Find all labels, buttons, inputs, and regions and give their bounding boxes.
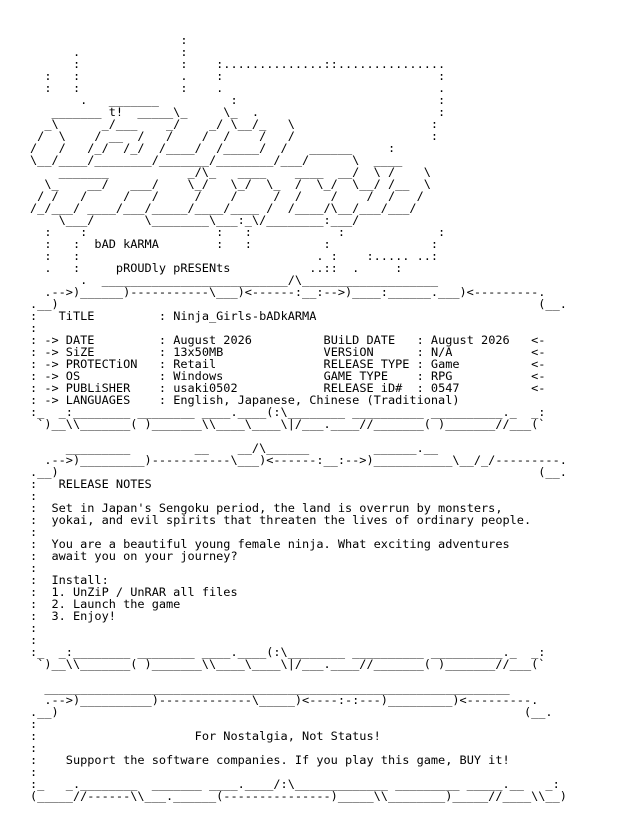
info-box-top-border: .-->)______)-----------\___)<------:__:-… bbox=[30, 285, 546, 299]
info-box-top-border: .__) (__. bbox=[30, 297, 567, 311]
info-value: August 2026 bbox=[430, 333, 510, 347]
info-label: RELEASE iD# bbox=[323, 381, 403, 395]
info-row: : -> DATE : August 2026 BUiLD DATE : Aug… bbox=[30, 333, 546, 347]
info-label: LANGUAGES bbox=[65, 393, 131, 407]
notes-text-line: : You are a beautiful young female ninja… bbox=[30, 537, 510, 551]
notes-text-line: : await you on your journey? bbox=[30, 549, 238, 563]
notes-text-line: : yokai, and evil spirits that threaten … bbox=[30, 513, 532, 527]
logo-line: /_/___/ ____/___/_____/____/____ / /____… bbox=[30, 201, 417, 215]
info-box-bottom-border: :_ _:________ ________ ____.____(:\_____… bbox=[30, 405, 546, 419]
info-label: PUBLiSHER bbox=[65, 381, 131, 395]
footer-spacer: : bbox=[30, 741, 38, 755]
info-label: SiZE bbox=[65, 345, 95, 359]
logo-line: : : . : :..... ..: bbox=[30, 249, 439, 263]
info-value: English, Japanese, Chinese (Traditional) bbox=[173, 393, 460, 407]
info-spacer: : bbox=[30, 321, 38, 335]
footer-box-top-art: ________________________________________… bbox=[30, 681, 510, 695]
info-row: : -> OS : Windows GAME TYPE : RPG <- bbox=[30, 369, 546, 383]
logo-line: _______ t! _____\_ \_ . : bbox=[30, 105, 446, 119]
notes-spacer: : bbox=[30, 489, 38, 503]
title-value: Ninja_Girls-bADkARMA bbox=[173, 309, 317, 323]
logo-line: : bbox=[30, 33, 188, 47]
logo-line: _______ _/\_ ____ ____ __/ \ / \ bbox=[30, 165, 431, 179]
notes-box-top-art: _________ __ __/\______ ______.__ bbox=[30, 441, 439, 455]
info-label: RELEASE TYPE bbox=[323, 357, 410, 371]
notes-spacer: : bbox=[30, 633, 38, 647]
install-step: 1. UnZiP / UnRAR all files bbox=[51, 585, 238, 599]
info-label: BUiLD DATE bbox=[323, 333, 396, 347]
logo-line: . : bbox=[30, 45, 188, 59]
notes-text: await you on your journey? bbox=[51, 549, 238, 563]
notes-text: Set in Japan's Sengoku period, the land … bbox=[51, 501, 503, 515]
logo-line: \___/ \________\___:_\/________:___/ bbox=[30, 213, 360, 227]
support-text: Support the software companies. If you p… bbox=[65, 753, 510, 767]
info-row: : -> PROTECTiON : Retail RELEASE TYPE : … bbox=[30, 357, 546, 371]
notes-text-line: : 2. Launch the game bbox=[30, 597, 181, 611]
footer-box-bottom-border: :_ _.________ _______ ____.____/:\______… bbox=[30, 777, 560, 791]
info-value: Game bbox=[430, 357, 460, 371]
logo-line: / \ / __ / / / / / / : bbox=[30, 129, 439, 143]
logo-line: : : . : : bbox=[30, 69, 446, 83]
motto-text: For Nostalgia, Not Status! bbox=[194, 729, 381, 743]
notes-spacer: : bbox=[30, 561, 38, 575]
footer-spacer: : bbox=[30, 717, 38, 731]
notes-box-top-border: .__) (__. bbox=[30, 465, 567, 479]
notes-text-line: : 3. Enjoy! bbox=[30, 609, 116, 623]
logo-line: : : : . . bbox=[30, 81, 446, 95]
notes-text-line: : 1. UnZiP / UnRAR all files bbox=[30, 585, 238, 599]
notes-text-line: : Set in Japan's Sengoku period, the lan… bbox=[30, 501, 503, 515]
info-row: : -> PUBLiSHER : usaki0502 RELEASE iD# :… bbox=[30, 381, 546, 395]
info-title-row: : TiTLE : Ninja_Girls-bADkARMA bbox=[30, 309, 317, 323]
info-box-bottom-border: `)__\\_______( )_______\\____\____\|/___… bbox=[30, 417, 546, 431]
logo-line: \_ __/ ___/ \_/ \_/ \_ / \_/ \__/ /__ \ bbox=[30, 177, 431, 191]
info-value: usaki0502 bbox=[173, 381, 238, 395]
release-notes-heading: RELEASE NOTES bbox=[58, 477, 152, 491]
footer-support-row: : Support the software companies. If you… bbox=[30, 753, 510, 767]
footer-motto-row: : For Nostalgia, Not Status! bbox=[30, 729, 381, 743]
info-row: : -> SiZE : 13x50MB VERSiON : N/A <- bbox=[30, 345, 546, 359]
notes-box-bottom-border: `)__\\_______( )_______\\____\____\|/___… bbox=[30, 657, 546, 671]
info-label: GAME TYPE bbox=[323, 369, 388, 383]
logo-line: . __________________________/\__________… bbox=[30, 273, 439, 287]
footer-box-top-border: .-->)__________)-------------\_____)<---… bbox=[30, 693, 539, 707]
logo-line: . _______ : : bbox=[30, 93, 446, 107]
info-value: 0547 bbox=[430, 381, 460, 395]
nfo-document: : . : : : :..............::.............… bbox=[30, 34, 567, 802]
info-value: Windows bbox=[173, 369, 224, 383]
notes-text-line: : Install: bbox=[30, 573, 109, 587]
logo-line: / / / / / / / / / / / / / bbox=[30, 189, 424, 203]
info-label: OS bbox=[65, 369, 81, 383]
title-label: TiTLE bbox=[58, 309, 95, 323]
install-label: Install: bbox=[51, 573, 109, 587]
notes-heading-row: : RELEASE NOTES bbox=[30, 477, 152, 491]
notes-text: You are a beautiful young female ninja. … bbox=[51, 537, 510, 551]
notes-box-top-border: .-->)_________)-----------\___)<------:_… bbox=[30, 453, 567, 467]
footer-spacer: : bbox=[30, 765, 38, 779]
info-label: VERSiON bbox=[323, 345, 374, 359]
info-label: PROTECTiON bbox=[65, 357, 138, 371]
logo-line: _\ _/___ _/ _/ \__/_ \ : bbox=[30, 117, 439, 131]
info-value: RPG bbox=[430, 369, 453, 383]
footer-box-bottom-border: (_____//------\\___.______(-------------… bbox=[30, 789, 567, 803]
info-label: DATE bbox=[65, 333, 95, 347]
notes-text: yokai, and evil spirits that threaten th… bbox=[51, 513, 532, 527]
notes-box-bottom-border: :_ _:________ ________ ____.____(:\_____… bbox=[30, 645, 546, 659]
logo-line: / / /_/ /_/ /____/ /_____/ / ______ : bbox=[30, 141, 396, 155]
info-row: : -> LANGUAGES : English, Japanese, Chin… bbox=[30, 393, 460, 407]
notes-spacer: : bbox=[30, 525, 38, 539]
logo-line: : : : : : : bbox=[30, 225, 446, 239]
install-step: 2. Launch the game bbox=[51, 597, 181, 611]
logo-line: \__/____/________/_______/________/___/ … bbox=[30, 153, 403, 167]
logo-line: : : :..............::............... bbox=[30, 57, 446, 71]
logo-line: : : bAD kARMA : : : : bbox=[30, 237, 439, 251]
info-value: August 2026 bbox=[173, 333, 252, 347]
footer-box-top-border: .__) (__. bbox=[30, 705, 553, 719]
logo-line: . : pROUDly pRESENts ..:: . : bbox=[30, 261, 403, 275]
install-step: 3. Enjoy! bbox=[51, 609, 116, 623]
info-value: Retail bbox=[173, 357, 217, 371]
notes-spacer: : bbox=[30, 621, 38, 635]
info-value: 13x50MB bbox=[173, 345, 224, 359]
info-value: N/A bbox=[430, 345, 453, 359]
